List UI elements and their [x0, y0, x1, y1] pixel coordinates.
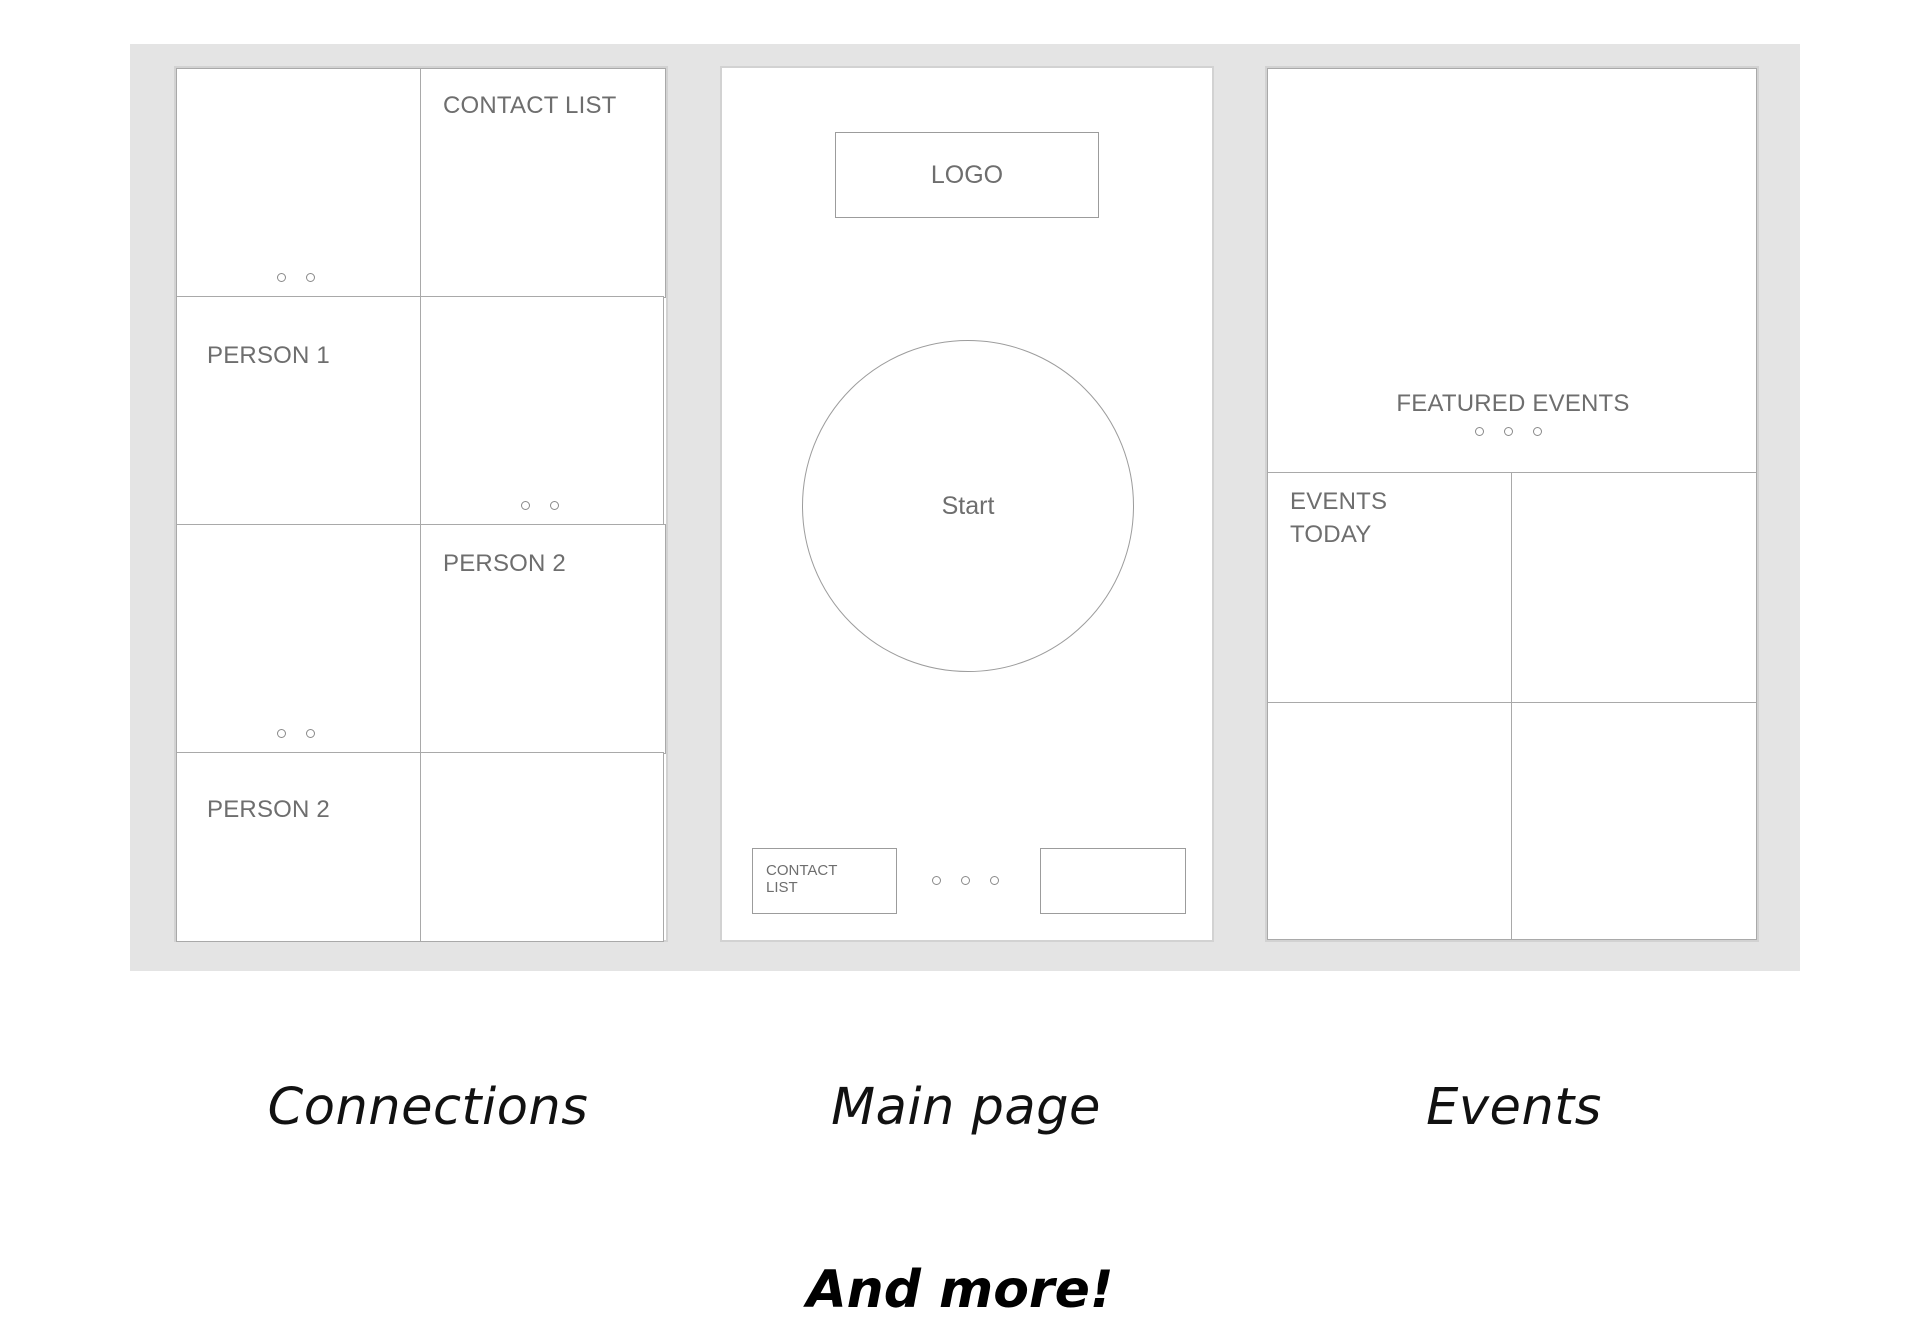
pagination-dots [277, 273, 315, 282]
featured-events-banner[interactable]: FEATURED EVENTS [1267, 68, 1757, 474]
contact-list-button-label: CONTACT LIST [766, 862, 838, 896]
pagination-dots [1475, 427, 1542, 436]
pagination-dot [1533, 427, 1542, 436]
pagination-dots [932, 876, 999, 885]
pagination-dot [306, 729, 315, 738]
person-2-label: PERSON 2 [207, 796, 330, 823]
person-2-tile[interactable]: PERSON 2 [420, 524, 666, 754]
footer-text: And more! [806, 1260, 1114, 1320]
event-tile[interactable] [1511, 472, 1757, 704]
events-caption: Events [1426, 1078, 1602, 1137]
events-screen: FEATURED EVENTS EVENTS TODAY [1265, 66, 1759, 942]
connections-screen: CONTACT LIST PERSON 1 PERSON 2 PERSON 2 [174, 66, 668, 942]
pagination-dot [1475, 427, 1484, 436]
pagination-dot [990, 876, 999, 885]
person-1-tile[interactable]: PERSON 1 [176, 296, 422, 526]
pagination-dots [277, 729, 315, 738]
events-today-label: EVENTS TODAY [1290, 488, 1388, 548]
event-tile[interactable] [1267, 702, 1513, 940]
contact-list-button[interactable]: CONTACT LIST [752, 848, 897, 914]
start-label: Start [941, 491, 995, 520]
pagination-dot [961, 876, 970, 885]
profile-photo-tile[interactable] [176, 524, 422, 754]
connections-caption: Connections [267, 1078, 589, 1137]
start-button[interactable]: Start [802, 340, 1134, 672]
profile-photo-tile[interactable] [420, 296, 664, 526]
pagination-dot [306, 273, 315, 282]
profile-photo-tile[interactable] [176, 68, 422, 298]
pagination-dot [932, 876, 941, 885]
logo-placeholder: LOGO [835, 132, 1099, 218]
main-page-screen: LOGO Start CONTACT LIST [720, 66, 1214, 942]
event-tile[interactable] [1511, 702, 1757, 940]
pagination-dot [277, 273, 286, 282]
pagination-dot [550, 501, 559, 510]
wireframe-board: CONTACT LIST PERSON 1 PERSON 2 PERSON 2 [130, 44, 1800, 971]
blank-button[interactable] [1040, 848, 1186, 914]
events-today-tile[interactable]: EVENTS TODAY [1267, 472, 1513, 704]
contact-list-label: CONTACT LIST [443, 92, 617, 119]
person-2-tile[interactable]: PERSON 2 [176, 752, 422, 942]
person-2-label: PERSON 2 [443, 550, 566, 577]
person-1-label: PERSON 1 [207, 342, 330, 369]
main-page-caption: Main page [831, 1078, 1101, 1137]
pagination-dot [521, 501, 530, 510]
profile-photo-tile[interactable] [420, 752, 664, 942]
logo-label: LOGO [930, 160, 1004, 189]
contact-list-tile[interactable]: CONTACT LIST [420, 68, 666, 298]
pagination-dot [277, 729, 286, 738]
pagination-dot [1504, 427, 1513, 436]
pagination-dots [521, 501, 559, 510]
featured-events-label: FEATURED EVENTS [1396, 390, 1630, 417]
